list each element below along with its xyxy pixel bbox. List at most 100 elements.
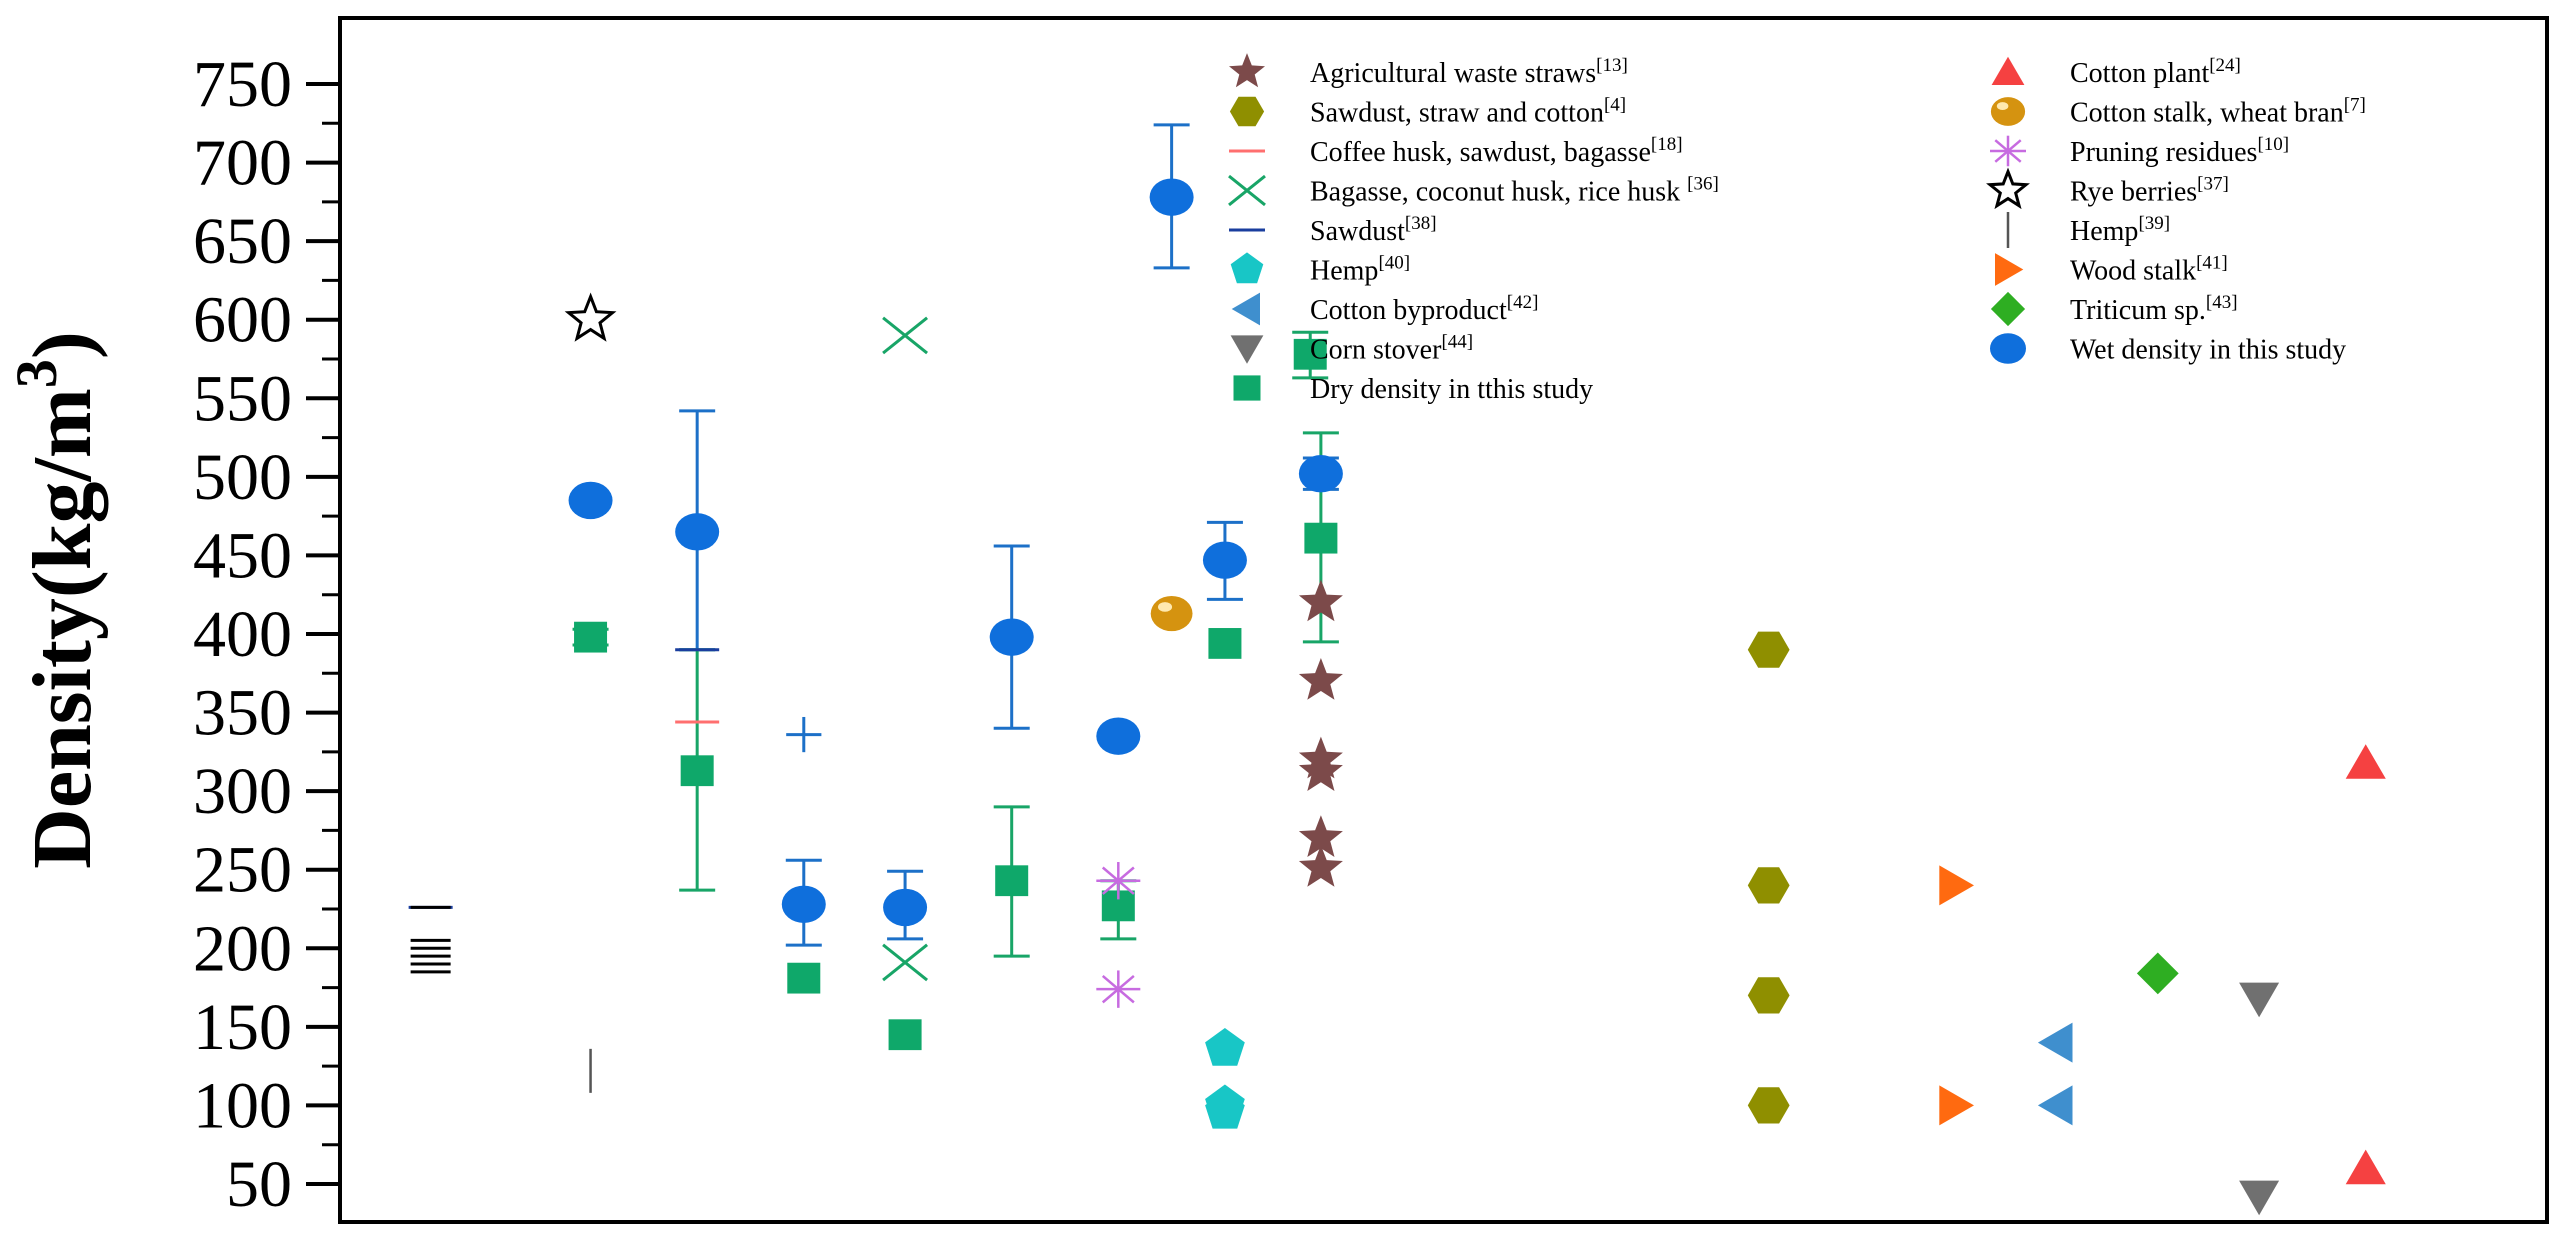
data-point [2345,1149,2386,1185]
legend-marker [1990,291,2026,327]
legend-label: Cotton byproduct[42] [1310,292,1538,326]
data-point [1939,1085,1974,1126]
y-tick-label: 450 [193,519,292,592]
legend-label: Hemp[39] [2070,213,2170,247]
data-point [995,865,1029,897]
asterisk-stroke [1994,139,2022,163]
series-pruning-residues [1096,862,1141,1008]
legend-label: Wet density in this study [2070,335,2346,366]
series-wood-stalk [1939,865,1974,1126]
data-point [883,888,928,927]
legend-item: Wet density in this study [1990,333,2346,366]
data-point [1298,749,1343,791]
data-point [1298,455,1343,493]
data-point [1747,867,1790,904]
data-point [1747,977,1790,1014]
series-marker-plus [786,716,822,753]
y-axis-title: Density(kg/m3) [4,331,109,869]
y-tick-label: 500 [193,441,292,514]
legend-label: Triticum sp.[43] [2070,292,2238,326]
data-point [1293,338,1327,370]
data-point [1096,717,1141,755]
data-point [1205,1090,1245,1129]
legend-label: Sawdust[38] [1310,213,1437,247]
data-point [1202,541,1247,579]
legend-marker [1230,335,1264,364]
legend-label: Cotton plant[24] [2070,55,2241,89]
axes-layer: 5010015020025030035040045050055060065070… [193,16,2549,1224]
plot-frame [338,16,2549,1224]
data-point [1149,178,1194,216]
legend-label: Dry density in tthis study [1310,374,1593,405]
legend-marker [1986,167,2030,210]
y-axis-label: Density(kg/m3) [4,331,109,869]
series-corn-stover [2239,982,2280,1216]
legend-label: Coffee husk, sawdust, bagasse[18] [1310,134,1683,168]
data-point [2239,1180,2280,1216]
data-point [989,618,1034,656]
data-point [2037,1085,2073,1126]
legend-marker [1990,333,2026,364]
data-point [680,755,714,787]
data-point [574,621,608,653]
legend-marker [1995,253,2024,286]
data-point [786,716,822,753]
series-wet-density-in-this-study [568,178,1343,927]
y-tick-label: 350 [193,677,292,750]
series-bagasse-coconut-husk-rice-husk [882,316,929,982]
legend-label: Bagasse, coconut husk, rice husk [36] [1310,174,1719,208]
legend-item: Cotton plant[24] [1991,55,2241,89]
series-cotton-byproduct [2037,1022,2073,1126]
data-point [1208,628,1242,659]
y-tick-label: 700 [193,127,292,200]
data-point [564,292,617,342]
legend-marker [1990,97,2026,126]
data-point [1298,658,1343,700]
data-point [1096,862,1141,900]
sphere-highlight [1996,102,2009,111]
legend-item: Cotton stalk, wheat bran[7] [1990,95,2366,129]
data-point [888,1019,922,1051]
y-tick-label: 650 [193,205,292,278]
y-tick-label: 100 [193,1069,292,1142]
y-tick-label: 150 [193,991,292,1064]
legend-marker [1990,135,2026,167]
data-point [1747,1087,1790,1124]
y-tick-label: 300 [193,755,292,828]
data-point [1150,595,1193,632]
y-tick-label: 600 [193,284,292,357]
data-point [1747,631,1790,668]
series-hemp-ref-40- [1205,1028,1245,1129]
legend-item: Coffee husk, sawdust, bagasse[18] [1229,134,1683,168]
x-stroke [882,316,929,355]
legend-label: Sawdust, straw and cotton[4] [1310,95,1626,129]
legend-marker [1991,56,2025,85]
x-stroke [1228,174,1266,207]
asterisk-stroke [1101,974,1135,1004]
sphere-body [1150,595,1193,632]
series-sawdust-values [410,905,451,974]
legend-item: Dry density in tthis study [1233,374,1593,405]
legend-label: Rye berries[37] [2070,174,2229,208]
legend-label: Pruning residues[10] [2070,134,2289,168]
legend-label: Hemp[40] [1310,253,1410,287]
y-tick-label: 550 [193,362,292,435]
data-point [1298,815,1343,857]
legend-item: Pruning residues[10] [1990,134,2289,168]
legend: Agricultural waste straws[13] Sawdust, st… [1228,53,2366,405]
legend-label: Agricultural waste straws[13] [1310,55,1628,89]
series-triticum-sp- [2136,952,2179,995]
series-cotton-stalk-wheat-bran [1150,595,1193,632]
data-point [1205,1028,1245,1066]
data-point [1939,865,1974,906]
data-point [675,513,720,551]
legend-item: Sawdust[38] [1229,213,1437,247]
series-rye-berries [564,292,617,342]
legend-label: Wood stalk[41] [2070,253,2228,287]
data-point [568,481,613,520]
data-point [2345,744,2386,779]
series-cotton-plant [2345,744,2386,1185]
legend-marker [1230,252,1264,284]
